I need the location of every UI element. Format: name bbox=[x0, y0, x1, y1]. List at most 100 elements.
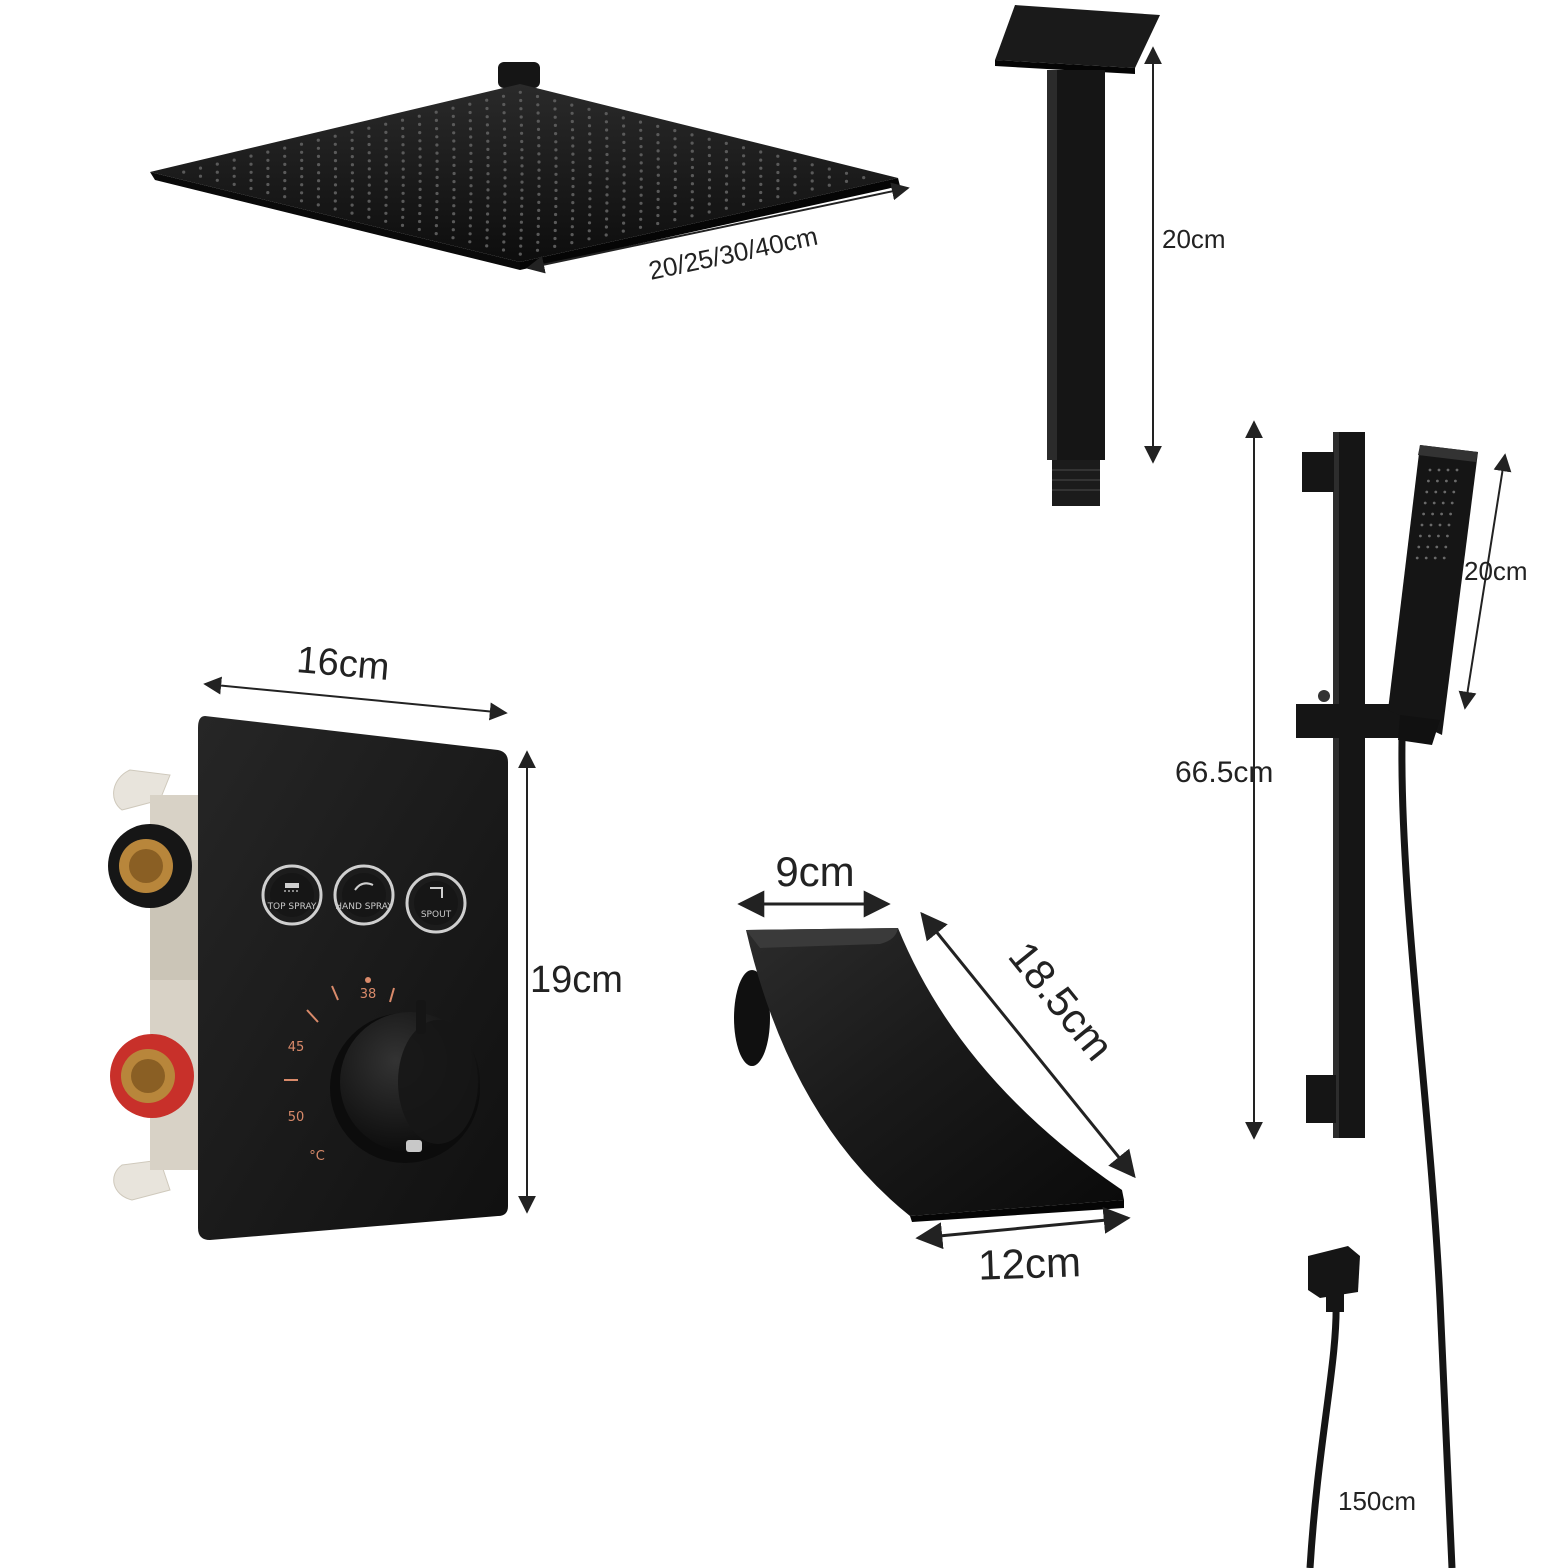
nozzle bbox=[588, 205, 592, 209]
hand-shower-nozzles bbox=[1415, 468, 1459, 560]
button-top-spray[interactable]: TOP SPRAY bbox=[261, 864, 323, 926]
nozzle bbox=[486, 164, 490, 168]
nozzle bbox=[588, 189, 592, 193]
nozzle bbox=[622, 132, 626, 136]
nozzle bbox=[350, 155, 354, 159]
nozzle bbox=[367, 159, 371, 163]
nozzle bbox=[452, 155, 456, 159]
nozzle bbox=[622, 165, 626, 169]
nozzle bbox=[570, 103, 574, 107]
hand-nozzle bbox=[1429, 523, 1433, 527]
nozzle bbox=[486, 204, 490, 208]
nozzle bbox=[741, 146, 746, 150]
nozzle bbox=[742, 162, 746, 166]
nozzle bbox=[520, 196, 524, 200]
nozzle bbox=[316, 146, 320, 150]
nozzle bbox=[724, 198, 729, 202]
spout-length-dimension-line bbox=[920, 911, 1136, 1179]
button-spout[interactable]: SPOUT bbox=[405, 872, 467, 934]
nozzle bbox=[520, 131, 524, 135]
nozzle bbox=[300, 191, 304, 195]
nozzle bbox=[384, 203, 388, 207]
nozzle bbox=[503, 168, 507, 172]
nozzle bbox=[725, 166, 729, 170]
arm-thread bbox=[1052, 460, 1100, 506]
nozzle bbox=[673, 177, 677, 181]
nozzle bbox=[536, 111, 540, 115]
nozzle bbox=[639, 145, 643, 149]
nozzle bbox=[486, 155, 490, 160]
nozzle bbox=[724, 141, 728, 145]
nozzle bbox=[469, 168, 473, 172]
spout-length-label: 18.5cm bbox=[1000, 933, 1123, 1070]
hand-nozzle bbox=[1450, 501, 1454, 505]
nozzle bbox=[656, 165, 660, 169]
nozzle bbox=[434, 224, 438, 228]
nozzle bbox=[333, 134, 337, 138]
nozzle bbox=[587, 237, 591, 241]
nozzle bbox=[215, 170, 219, 174]
nozzle bbox=[468, 127, 473, 131]
nozzle bbox=[435, 127, 439, 131]
thermostat-knob[interactable] bbox=[330, 1000, 480, 1163]
nozzle bbox=[690, 206, 694, 210]
nozzle bbox=[537, 200, 541, 204]
hand-nozzle bbox=[1436, 479, 1439, 483]
nozzle bbox=[537, 176, 541, 180]
nozzle bbox=[469, 192, 473, 196]
nozzle bbox=[418, 203, 422, 208]
button-hand-spray[interactable]: HAND SPRAY bbox=[333, 864, 395, 926]
nozzle bbox=[690, 214, 694, 218]
nozzle bbox=[350, 179, 354, 183]
nozzle bbox=[588, 213, 592, 217]
nozzle bbox=[656, 124, 660, 128]
nozzle bbox=[485, 123, 489, 127]
nozzle bbox=[503, 176, 507, 180]
nozzle bbox=[827, 167, 831, 171]
nozzle bbox=[673, 185, 677, 190]
nozzle bbox=[759, 166, 763, 170]
nozzle bbox=[384, 171, 388, 175]
nozzle bbox=[350, 211, 354, 215]
nozzle bbox=[518, 90, 522, 94]
nozzle bbox=[537, 208, 541, 212]
nozzle bbox=[690, 190, 694, 194]
nozzle bbox=[535, 94, 540, 99]
nozzle bbox=[283, 162, 287, 166]
nozzle bbox=[793, 158, 797, 163]
nozzle bbox=[605, 217, 609, 221]
hand-nozzle bbox=[1441, 501, 1445, 505]
nozzle bbox=[266, 166, 270, 170]
nozzle bbox=[266, 191, 270, 195]
nozzle bbox=[502, 111, 506, 115]
hand-nozzle bbox=[1445, 479, 1448, 483]
nozzle bbox=[316, 187, 321, 191]
nozzle bbox=[536, 232, 540, 236]
nozzle bbox=[725, 174, 729, 178]
nozzle bbox=[434, 110, 438, 114]
nozzle bbox=[827, 175, 831, 179]
nozzle bbox=[520, 164, 524, 168]
nozzle bbox=[673, 129, 677, 133]
nozzle bbox=[622, 205, 626, 209]
nozzle bbox=[810, 171, 814, 175]
hand-nozzle bbox=[1437, 534, 1440, 538]
nozzle bbox=[554, 180, 558, 184]
nozzle bbox=[486, 147, 490, 151]
ceiling-arm-length-label: 20cm bbox=[1162, 224, 1226, 254]
nozzle bbox=[587, 221, 592, 225]
nozzle bbox=[776, 154, 780, 158]
nozzle bbox=[793, 175, 797, 179]
nozzle bbox=[656, 173, 660, 177]
nozzle bbox=[707, 178, 712, 182]
nozzle bbox=[367, 151, 371, 155]
nozzle bbox=[300, 150, 304, 154]
nozzle bbox=[605, 209, 609, 213]
nozzle bbox=[570, 217, 575, 221]
shower-head-dimension-line bbox=[526, 182, 910, 274]
nozzle bbox=[520, 212, 524, 216]
nozzle bbox=[451, 236, 455, 240]
nozzle bbox=[520, 148, 524, 152]
hand-nozzle bbox=[1417, 545, 1421, 549]
valve-width-label: 16cm bbox=[295, 639, 391, 689]
